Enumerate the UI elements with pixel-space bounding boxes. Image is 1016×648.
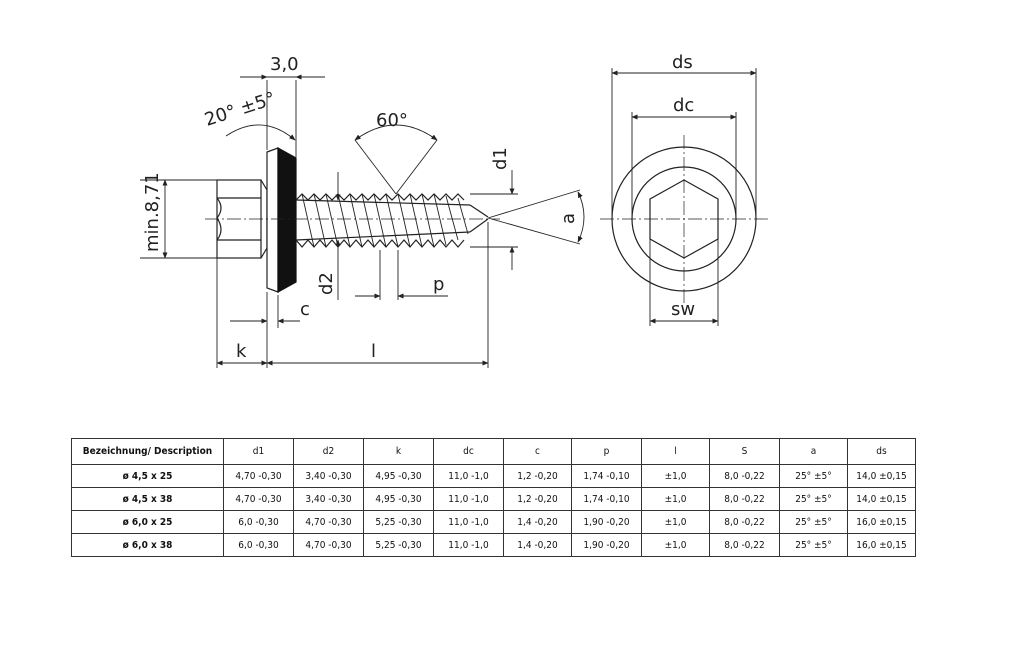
table-cell: 25° ±5° <box>779 487 848 511</box>
header-cell: S <box>709 438 780 465</box>
table-cell: 25° ±5° <box>779 533 848 557</box>
table-cell: ø 6,0 x 38 <box>71 533 224 557</box>
header-cell: d2 <box>293 438 364 465</box>
table-cell: 4,70 -0,30 <box>293 533 364 557</box>
header-cell: a <box>779 438 848 465</box>
label-c: c <box>300 299 310 320</box>
label-d1: d1 <box>490 147 511 170</box>
table-cell: ±1,0 <box>641 464 710 488</box>
table-cell: 6,0 -0,30 <box>223 510 294 534</box>
label-p: p <box>433 274 444 295</box>
header-cell: c <box>503 438 572 465</box>
specification-table: Bezeichnung/ Description d1 d2 k dc c p … <box>71 438 916 557</box>
table-cell: 4,70 -0,30 <box>223 464 294 488</box>
table-cell: 25° ±5° <box>779 464 848 488</box>
table-cell: 1,90 -0,20 <box>571 510 642 534</box>
end-view-dimensions <box>611 68 757 326</box>
table-cell: 11,0 -1,0 <box>433 487 504 511</box>
header-cell: p <box>571 438 642 465</box>
table-cell: 1,74 -0,10 <box>571 464 642 488</box>
label-min-height: min.8,71 <box>142 172 163 252</box>
table-row: ø 6,0 x 25 6,0 -0,30 4,70 -0,30 5,25 -0,… <box>71 510 916 534</box>
table-cell: 11,0 -1,0 <box>433 464 504 488</box>
table-cell: 1,2 -0,20 <box>503 487 572 511</box>
screw-technical-drawing: 3,0 20° ±5° 60° min.8,71 d1 d2 a p c k l… <box>140 52 768 368</box>
screw-side-view <box>205 146 500 294</box>
table-cell: 1,2 -0,20 <box>503 464 572 488</box>
label-k: k <box>236 341 247 362</box>
label-d2: d2 <box>316 272 337 295</box>
label-l: l <box>371 341 376 362</box>
table-cell: 16,0 ±0,15 <box>847 510 916 534</box>
table-cell: ø 4,5 x 25 <box>71 464 224 488</box>
table-cell: 14,0 ±0,15 <box>847 464 916 488</box>
table-cell: 4,70 -0,30 <box>223 487 294 511</box>
table-cell: 4,70 -0,30 <box>293 510 364 534</box>
label-a: a <box>558 213 579 224</box>
table-cell: 8,0 -0,22 <box>709 510 780 534</box>
table-cell: 4,95 -0,30 <box>363 487 434 511</box>
table-cell: 3,40 -0,30 <box>293 464 364 488</box>
table-cell: 8,0 -0,22 <box>709 533 780 557</box>
label-dc: dc <box>673 95 694 116</box>
table-row: ø 6,0 x 38 6,0 -0,30 4,70 -0,30 5,25 -0,… <box>71 533 916 557</box>
label-sw: sw <box>671 299 695 320</box>
screw-end-view <box>600 135 768 303</box>
table-cell: ±1,0 <box>641 533 710 557</box>
table-cell: ±1,0 <box>641 487 710 511</box>
table-cell: ±1,0 <box>641 510 710 534</box>
table-cell: 3,40 -0,30 <box>293 487 364 511</box>
label-ds: ds <box>672 52 693 73</box>
table-cell: 11,0 -1,0 <box>433 510 504 534</box>
label-washer-thickness: 3,0 <box>270 54 299 75</box>
header-cell: d1 <box>223 438 294 465</box>
header-cell: ds <box>847 438 916 465</box>
table-cell: 14,0 ±0,15 <box>847 487 916 511</box>
screw-shank <box>295 193 489 248</box>
table-cell: 8,0 -0,22 <box>709 487 780 511</box>
table-cell: 6,0 -0,30 <box>223 533 294 557</box>
table-cell: 5,25 -0,30 <box>363 533 434 557</box>
header-cell: Bezeichnung/ Description <box>71 438 224 465</box>
table-cell: 5,25 -0,30 <box>363 510 434 534</box>
table-cell: ø 6,0 x 25 <box>71 510 224 534</box>
table-row: ø 4,5 x 38 4,70 -0,30 3,40 -0,30 4,95 -0… <box>71 487 916 511</box>
header-cell: dc <box>433 438 504 465</box>
table-cell: 25° ±5° <box>779 510 848 534</box>
table-cell: 8,0 -0,22 <box>709 464 780 488</box>
table-row: ø 4,5 x 25 4,70 -0,30 3,40 -0,30 4,95 -0… <box>71 464 916 488</box>
table-cell: 1,4 -0,20 <box>503 510 572 534</box>
label-angle-head: 60° <box>376 110 408 131</box>
sealing-washer <box>266 146 297 294</box>
table-cell: ø 4,5 x 38 <box>71 487 224 511</box>
table-cell: 11,0 -1,0 <box>433 533 504 557</box>
table-cell: 1,4 -0,20 <box>503 533 572 557</box>
header-cell: l <box>641 438 710 465</box>
table-cell: 4,95 -0,30 <box>363 464 434 488</box>
table-cell: 1,90 -0,20 <box>571 533 642 557</box>
table-cell: 1,74 -0,10 <box>571 487 642 511</box>
table-cell: 16,0 ±0,15 <box>847 533 916 557</box>
side-view-dimensions <box>140 74 585 368</box>
header-cell: k <box>363 438 434 465</box>
table-header-row: Bezeichnung/ Description d1 d2 k dc c p … <box>71 438 916 465</box>
